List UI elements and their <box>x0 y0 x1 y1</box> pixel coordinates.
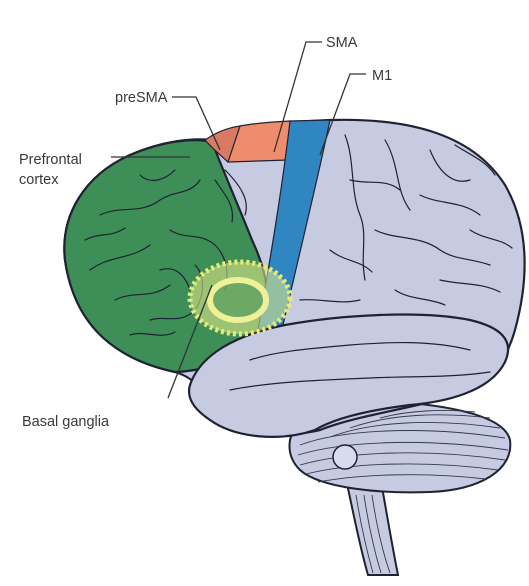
label-presma: preSMA <box>115 90 168 106</box>
label-sma: SMA <box>326 35 358 51</box>
label-basal-ganglia: Basal ganglia <box>22 414 110 430</box>
label-prefrontal-line2: cortex <box>19 172 59 188</box>
pons-node <box>333 445 357 469</box>
label-m1: M1 <box>372 68 392 84</box>
label-prefrontal-line1: Prefrontal <box>19 152 82 168</box>
basal-ganglia-inner <box>210 280 266 320</box>
